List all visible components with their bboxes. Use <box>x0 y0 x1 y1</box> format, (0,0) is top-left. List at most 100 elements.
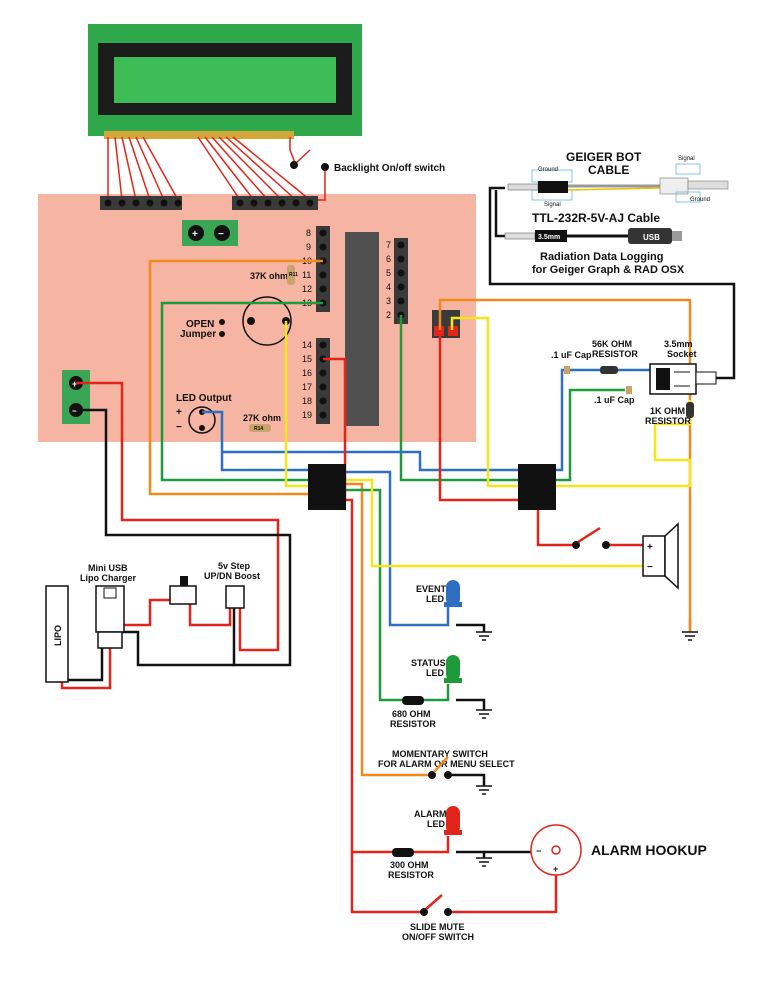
svg-text:Ground: Ground <box>690 197 710 203</box>
svg-text:14: 14 <box>302 340 312 350</box>
svg-text:3: 3 <box>386 296 391 306</box>
status-led-label: STATUS <box>411 658 446 668</box>
resistor-680-label: 680 OHM <box>392 709 431 719</box>
board-power-terminal: + − <box>182 220 238 246</box>
lcd-ribbon-wires <box>107 136 326 201</box>
svg-text:−: − <box>647 562 653 573</box>
svg-text:19: 19 <box>302 410 312 420</box>
mini-usb-charger <box>95 585 125 649</box>
resistor-300 <box>392 848 414 857</box>
svg-text:+: + <box>553 864 558 874</box>
svg-text:−: − <box>72 406 77 416</box>
svg-text:Signal: Signal <box>544 202 561 208</box>
resistor-37k-label: 37K ohm <box>250 271 288 281</box>
jumper-pin-icon <box>219 331 225 337</box>
open-jumper-label-2: Jumper <box>180 329 216 340</box>
svg-text:GEIGER BOT: GEIGER BOT <box>566 150 642 164</box>
cap2 <box>626 386 632 394</box>
svg-text:CABLE: CABLE <box>588 163 629 177</box>
wire-connector-right <box>518 464 556 510</box>
ttl-cable: TTL-232R-5V-AJ Cable 3.5mm USB Radiation… <box>494 190 685 276</box>
resistor-1k <box>686 402 694 418</box>
r1k-label-2: RESISTOR <box>645 416 691 426</box>
resistor-27k-label: 27K ohm <box>243 413 281 423</box>
led-minus-sign: − <box>176 422 182 433</box>
svg-text:LIPO: LIPO <box>53 625 63 646</box>
socket-label-2: Socket <box>667 349 697 359</box>
speaker-switch <box>572 526 610 549</box>
round-component <box>242 296 292 346</box>
cap1-label: .1 uF Cap <box>551 350 592 360</box>
slide-mute-label-2: ON/OFF SWITCH <box>402 932 474 942</box>
svg-text:USB: USB <box>643 233 660 242</box>
cap1 <box>564 366 570 374</box>
momentary-switch-icon <box>428 756 452 779</box>
svg-text:TTL-232R-5V-AJ Cable: TTL-232R-5V-AJ Cable <box>532 211 660 225</box>
backlight-switch-label: Backlight On/off switch <box>334 163 445 174</box>
alarm-hookup-label: ALARM HOOKUP <box>591 842 707 858</box>
geiger-bot-cable: GEIGER BOT CABLE Ground Signal Signal Gr… <box>507 150 729 208</box>
svg-text:11: 11 <box>302 270 311 280</box>
boost-label: 5v Step <box>218 561 251 571</box>
resistor-300-label: 300 OHM <box>390 860 429 870</box>
boost-label-2: UP/DN Boost <box>204 571 260 581</box>
wire-connector-left <box>308 464 346 510</box>
resistor-37k <box>287 265 295 285</box>
speaker-icon: + − <box>642 522 698 641</box>
alarm-led-label-2: LED <box>427 819 446 829</box>
boost-converter <box>169 576 245 609</box>
lcd-header-left <box>100 196 182 210</box>
resistor-300-label-2: RESISTOR <box>388 870 434 880</box>
svg-text:+: + <box>192 229 198 240</box>
svg-text:16: 16 <box>302 368 312 378</box>
audio-terminal <box>432 310 460 338</box>
momentary-switch-label: MOMENTARY SWITCH <box>392 749 488 759</box>
slide-mute-label: SLIDE MUTE <box>410 922 465 932</box>
svg-text:8: 8 <box>306 228 311 238</box>
open-jumper-label: OPEN <box>186 319 214 330</box>
led-output-socket <box>188 406 216 434</box>
svg-text:15: 15 <box>302 354 312 364</box>
lcd-display <box>88 24 362 139</box>
alarm-led-icon <box>444 806 462 835</box>
svg-text:−: − <box>536 846 541 856</box>
svg-text:Ground: Ground <box>538 167 558 173</box>
svg-text:4: 4 <box>386 282 391 292</box>
svg-text:17: 17 <box>302 382 312 392</box>
svg-text:12: 12 <box>302 284 312 294</box>
resistor-27k <box>249 424 271 432</box>
svg-text:9: 9 <box>306 242 311 252</box>
alarm-led-label: ALARM <box>414 809 447 819</box>
r56k-label: 56K OHM <box>592 339 632 349</box>
led-pin-icon <box>199 425 205 431</box>
led-output-label: LED Output <box>176 393 232 404</box>
svg-text:+: + <box>72 379 77 389</box>
resistor-680 <box>402 696 424 705</box>
svg-text:2: 2 <box>386 310 391 320</box>
r56k-label-2: RESISTOR <box>592 349 638 359</box>
socket-label: 3.5mm <box>664 339 693 349</box>
wires <box>56 186 736 914</box>
lcd-header-right <box>232 196 318 210</box>
jumper-pin-icon <box>219 319 225 325</box>
svg-text:+: + <box>647 542 653 553</box>
svg-text:18: 18 <box>302 396 312 406</box>
microcontroller-chip <box>345 232 379 426</box>
resistor-r11-label: R11 <box>289 272 298 278</box>
svg-text:Radiation Data Logging: Radiation Data Logging <box>540 251 663 263</box>
mini-usb-label-2: Lipo Charger <box>80 573 137 583</box>
resistor-680-label-2: RESISTOR <box>390 719 436 729</box>
status-led-icon <box>444 655 462 683</box>
mini-usb-label: Mini USB <box>88 563 128 573</box>
svg-text:3.5mm: 3.5mm <box>538 234 560 241</box>
r1k-label: 1K OHM <box>650 406 685 416</box>
svg-text:−: − <box>218 229 224 240</box>
event-led-label: EVENT <box>416 584 447 594</box>
status-led-label-2: LED <box>426 668 445 678</box>
resistor-r14-label: R14 <box>254 426 263 432</box>
alarm-buzzer-icon: − + <box>530 824 582 876</box>
svg-text:6: 6 <box>386 254 391 264</box>
event-led-label-2: LED <box>426 594 445 604</box>
ground-icon <box>476 631 492 867</box>
